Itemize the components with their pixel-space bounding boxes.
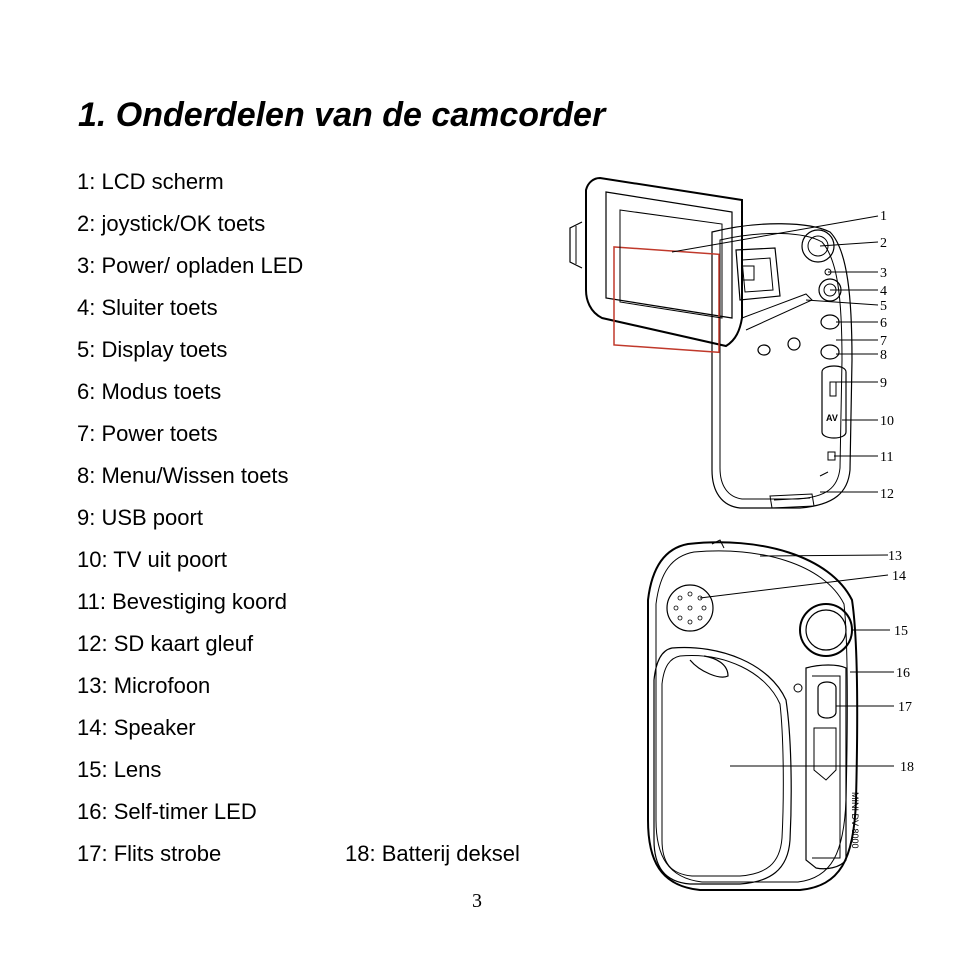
part-label: 12: SD kaart gleuf	[77, 631, 254, 656]
part-label: 1: LCD scherm	[77, 169, 224, 194]
model-name: MINI DV 8000	[850, 792, 860, 849]
callout-label: 6	[880, 316, 887, 331]
part-label: 15: Lens	[77, 757, 162, 782]
part-label: 13: Microfoon	[77, 673, 211, 698]
av-port-label: AV	[826, 413, 838, 423]
callout-label: 1	[880, 209, 887, 224]
callout-label: 14	[892, 569, 906, 584]
callout-label: 12	[880, 487, 894, 502]
callout-label: 16	[896, 666, 910, 681]
part-label: 9: USB poort	[77, 505, 203, 530]
callout-label: 3	[880, 266, 887, 281]
part-label: 5: Display toets	[77, 337, 228, 362]
part-label: 10: TV uit poort	[77, 547, 228, 572]
page-number: 3	[472, 890, 482, 912]
page-title: 1. Onderdelen van de camcorder	[78, 96, 606, 134]
callout-label: 18	[900, 760, 914, 775]
part-label: 17: Flits strobe	[77, 841, 222, 866]
callout-label: 4	[880, 284, 887, 299]
callout-label: 17	[898, 700, 912, 715]
callout-label: 5	[880, 299, 887, 314]
part-label: 16: Self-timer LED	[77, 799, 257, 824]
callout-label: 15	[894, 624, 908, 639]
callout-label: 9	[880, 376, 887, 391]
part-label: 14: Speaker	[77, 715, 196, 740]
part-label: 4: Sluiter toets	[77, 295, 218, 320]
camcorder-open-illustration: AV	[569, 176, 879, 509]
part-label: 3: Power/ opladen LED	[77, 253, 304, 278]
callout-label: 8	[880, 348, 887, 363]
camcorder-front-illustration: MINI DV 8000	[647, 539, 894, 891]
callout-label: 7	[880, 334, 887, 349]
part-label: 2: joystick/OK toets	[77, 211, 266, 236]
callout-label: 13	[888, 549, 902, 564]
callout-label: 10	[880, 414, 894, 429]
part-label: 8: Menu/Wissen toets	[77, 463, 289, 488]
part-label: 7: Power toets	[77, 421, 218, 446]
part-label: 6: Modus toets	[77, 379, 222, 404]
part-label: 18: Batterij deksel	[345, 841, 520, 866]
speaker-holes	[673, 591, 707, 625]
callout-label: 11	[880, 450, 893, 465]
callout-label: 2	[880, 236, 887, 251]
part-label: 11: Bevestiging koord	[77, 589, 287, 614]
